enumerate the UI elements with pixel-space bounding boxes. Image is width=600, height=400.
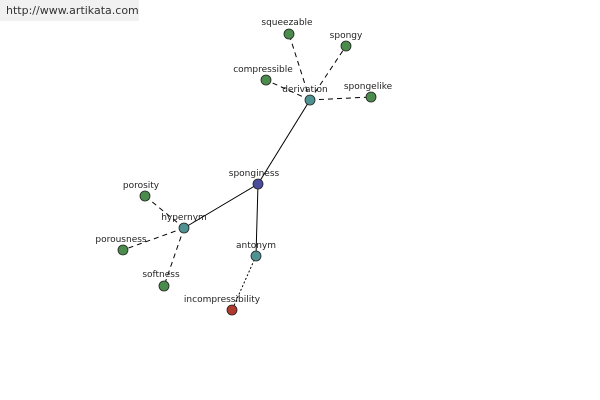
edge-hypernym-porosity — [144, 195, 185, 229]
node-label-squeezable: squeezable — [261, 18, 313, 28]
node-circle-compressible[interactable] — [260, 74, 272, 86]
node-porosity[interactable]: porosity — [123, 181, 160, 202]
node-circle-derivation[interactable] — [304, 94, 316, 106]
graph-nodes: sponginess derivation hypernym antonym squee… — [95, 18, 393, 316]
node-incompressibility[interactable]: incompressibility — [184, 295, 261, 316]
edge-sponginess-derivation — [257, 99, 311, 185]
edge-sponginess-hypernym — [183, 183, 259, 229]
graph-edges — [122, 33, 372, 311]
node-label-incompressibility: incompressibility — [184, 295, 261, 305]
edge-derivation-spongelike — [309, 96, 372, 101]
node-label-porousness: porousness — [95, 235, 147, 245]
node-sponginess[interactable]: sponginess — [229, 169, 280, 190]
node-label-hypernym: hypernym — [161, 213, 207, 223]
node-circle-incompressibility[interactable] — [226, 304, 238, 316]
edge-hypernym-porousness — [122, 227, 185, 251]
node-label-antonym: antonym — [236, 241, 276, 251]
node-circle-antonym[interactable] — [250, 250, 262, 262]
node-label-sponginess: sponginess — [229, 169, 280, 179]
node-spongy[interactable]: spongy — [330, 31, 363, 52]
node-compressible[interactable]: compressible — [233, 65, 293, 86]
node-label-porosity: porosity — [123, 181, 160, 191]
edge-derivation-squeezable — [288, 33, 311, 101]
node-circle-squeezable[interactable] — [283, 28, 295, 40]
node-circle-sponginess[interactable] — [252, 178, 264, 190]
site-url-link[interactable]: http://www.artikata.com — [0, 0, 139, 21]
node-circle-hypernym[interactable] — [178, 222, 190, 234]
node-squeezable[interactable]: squeezable — [261, 18, 313, 40]
node-porousness[interactable]: porousness — [95, 235, 147, 256]
node-circle-softness[interactable] — [158, 280, 170, 292]
edge-derivation-spongy — [309, 45, 347, 101]
node-label-compressible: compressible — [233, 65, 293, 75]
node-circle-porosity[interactable] — [139, 190, 151, 202]
node-circle-porousness[interactable] — [117, 244, 129, 256]
node-derivation[interactable]: derivation — [282, 85, 328, 106]
node-label-spongy: spongy — [330, 31, 363, 41]
node-label-spongelike: spongelike — [344, 82, 393, 92]
node-softness[interactable]: softness — [142, 270, 180, 292]
edge-derivation-compressible — [265, 79, 311, 101]
node-circle-spongy[interactable] — [340, 40, 352, 52]
node-label-softness: softness — [142, 270, 180, 280]
node-label-derivation: derivation — [282, 85, 328, 95]
edge-antonym-incompressibility — [231, 255, 257, 311]
node-circle-spongelike[interactable] — [365, 91, 377, 103]
node-hypernym[interactable]: hypernym — [161, 213, 207, 234]
edge-sponginess-antonym — [255, 183, 259, 257]
node-spongelike[interactable]: spongelike — [344, 82, 393, 103]
node-antonym[interactable]: antonym — [236, 241, 276, 262]
edge-hypernym-softness — [163, 227, 185, 287]
